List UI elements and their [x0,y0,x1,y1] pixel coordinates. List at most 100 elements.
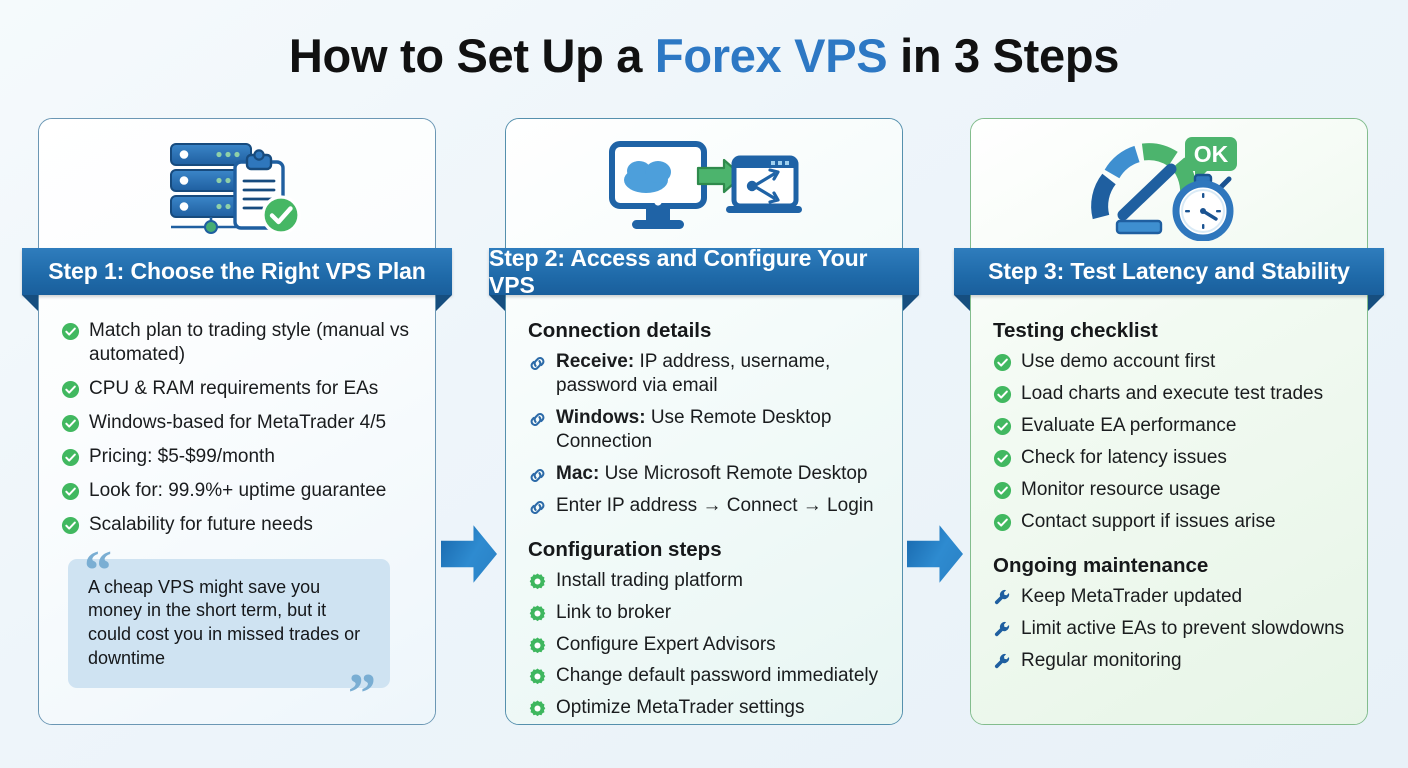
list-item-label: Check for latency issues [1021,446,1227,468]
gear-icon [529,605,546,621]
list-item: Contact support if issues arise [993,510,1347,534]
quote-text: A cheap VPS might save you money in the … [68,558,390,688]
list-item-label: Optimize MetaTrader settings [556,697,805,719]
list-item-label: Monitor resource usage [1021,478,1221,500]
section-heading-maintenance: Ongoing maintenance [993,553,1209,577]
check-circle-icon [61,414,80,432]
check-circle-icon [61,516,80,534]
list-item: Load charts and execute test trades [993,382,1347,406]
list-item: Optimize MetaTrader settings [528,696,882,720]
step-3-testing-list: Use demo account first Load charts and e… [993,350,1347,534]
list-item: Pricing: $5-$99/month [61,445,415,469]
speedometer-stopwatch-ok-icon: OK [1091,137,1237,241]
step-3-banner: Step 3: Test Latency and Stability [954,248,1384,295]
list-item: Keep MetaTrader updated [993,585,1347,609]
step-2-banner: Step 2: Access and Configure Your VPS [489,245,919,298]
step-2-connection-list: Receive: IP address, username, password … [528,350,882,518]
step-1-illustration [39,119,435,247]
list-item: Configure Expert Advisors [528,633,882,657]
list-item-label: Use demo account first [1021,351,1216,372]
wrench-icon [994,653,1010,668]
wrench-icon [994,621,1010,636]
list-item-label: Match plan to trading style (manual vs a… [89,320,409,365]
step-1-banner: Step 1: Choose the Right VPS Plan [22,248,452,295]
step-1-checklist: Match plan to trading style (manual vs a… [61,319,415,537]
list-item-label: Keep MetaTrader updated [1021,585,1243,607]
gear-icon [529,637,546,653]
list-item: Install trading platform [528,569,882,593]
check-circle-icon [61,380,80,398]
step-3-maintenance-list: Keep MetaTrader updated Limit active EAs… [993,585,1347,673]
arrow-connector-1-to-2 [441,525,497,583]
list-item-label: Receive: IP address, username, password … [556,351,831,396]
steps-container: Match plan to trading style (manual vs a… [0,118,1408,728]
list-item: Change default password immediately [528,664,882,688]
check-circle-icon [993,513,1012,531]
step-2-body: Connection details Receive: IP address, … [506,301,902,724]
page-title: How to Set Up a Forex VPS in 3 Steps [0,0,1408,82]
list-item: Use demo account first [993,350,1347,374]
link-icon [530,468,545,482]
arrow-connector-2-to-3 [907,525,963,583]
list-item: Match plan to trading style (manual vs a… [61,319,415,367]
list-item-label: Limit active EAs to prevent slowdowns [1021,617,1345,639]
step-2-configuration-list: Install trading platform Link to broker … [528,569,882,721]
check-circle-icon [993,481,1012,499]
quote-open-icon: “ [84,539,112,602]
list-item: Limit active EAs to prevent slowdowns [993,617,1347,641]
list-item: Enter IP address → Connect → Login [528,494,882,518]
section-heading-testing: Testing checklist [993,319,1158,342]
list-item: Check for latency issues [993,446,1347,470]
list-item: Look for: 99.9%+ uptime guarantee [61,479,415,503]
check-circle-icon [61,448,80,466]
list-item-label: Mac: Use Microsoft Remote Desktop [556,462,868,484]
link-icon [530,412,545,426]
title-text-before: How to Set Up a [288,29,655,82]
list-item: Link to broker [528,601,882,625]
list-item-label: Load charts and execute test trades [1021,382,1324,404]
list-item-label: Enter IP address → Connect → Login [556,494,874,516]
link-icon [530,500,545,514]
check-circle-icon [993,385,1012,403]
list-item-label: CPU & RAM requirements for EAs [89,377,379,399]
step-card-3: OK [970,118,1368,725]
check-circle-icon [993,353,1012,372]
list-item: Regular monitoring [993,649,1347,673]
list-item-label: Configure Expert Advisors [556,633,776,655]
list-item-label: Windows-based for MetaTrader 4/5 [89,411,387,433]
title-text-accent: Forex VPS [654,29,888,82]
step-3-illustration: OK [971,119,1367,247]
step-2-illustration [506,119,902,247]
list-item-label: Look for: 99.9%+ uptime guarantee [89,479,387,501]
list-item: CPU & RAM requirements for EAs [61,377,415,401]
list-item-label: Contact support if issues arise [1021,510,1276,532]
list-item-label: Change default password immediately [556,665,879,687]
list-item: Monitor resource usage [993,478,1347,502]
list-item: Evaluate EA performance [993,414,1347,438]
server-rack-clipboard-check-icon [170,142,301,235]
list-item: Windows: Use Remote Desktop Connection [528,406,882,454]
list-item-label: Pricing: $5-$99/month [89,445,275,467]
step-1-quote: “ A cheap VPS might save you money in th… [68,543,390,722]
gear-icon [529,668,546,685]
title-text-after: in 3 Steps [887,29,1120,82]
quote-close-icon: ” [348,662,376,724]
list-item-label: Link to broker [556,601,672,623]
list-item-label: Scalability for future needs [89,513,313,535]
list-item-label: Evaluate EA performance [1021,414,1237,436]
list-item: Windows-based for MetaTrader 4/5 [61,411,415,435]
list-item: Scalability for future needs [61,513,415,537]
wrench-icon [994,589,1010,604]
list-item-label: Regular monitoring [1021,649,1182,671]
check-circle-icon [61,482,80,500]
check-circle-icon [993,449,1012,467]
section-heading-connection: Connection details [528,319,712,342]
gear-icon [529,573,546,589]
list-item: Mac: Use Microsoft Remote Desktop [528,462,882,486]
step-card-1: Match plan to trading style (manual vs a… [38,118,436,725]
step-card-2: Connection details Receive: IP address, … [505,118,903,725]
section-heading-configuration: Configuration steps [528,537,722,561]
cloud-monitor-transfer-laptop-icon [609,141,802,229]
list-item: Receive: IP address, username, password … [528,350,882,398]
link-icon [530,357,545,370]
